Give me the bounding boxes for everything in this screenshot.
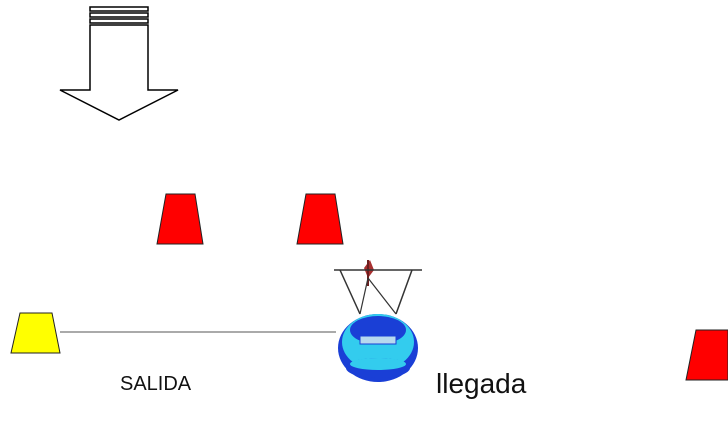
committee-boat-icon — [334, 260, 422, 382]
red-buoy-left-icon — [156, 193, 204, 245]
red-buoy-middle-icon — [296, 193, 344, 245]
finish-label: llegada — [436, 368, 527, 399]
start-label: SALIDA — [120, 373, 192, 395]
yellow-buoy-start-icon — [10, 312, 61, 354]
wind-direction-arrow-icon — [59, 6, 179, 121]
start-line — [60, 331, 336, 333]
red-buoy-right-icon — [685, 329, 728, 381]
